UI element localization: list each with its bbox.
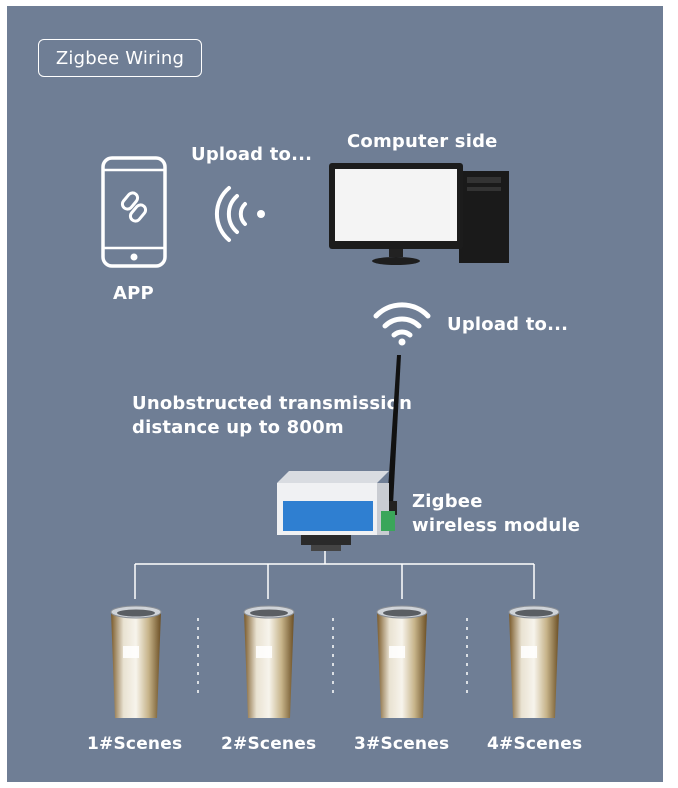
app-label: APP (113, 283, 154, 304)
connection-lines (134, 551, 535, 696)
zigbee-module-icon (277, 355, 401, 551)
sensor-cylinder-icon (243, 605, 295, 718)
signal-waves-icon (214, 186, 265, 242)
wiring-diagram: Zigbee Wiring APP Upload to... Computer … (7, 6, 663, 782)
module-line-1: Zigbee (412, 491, 483, 512)
sensor-cylinder-icon (376, 605, 428, 718)
scene-label-1: 1#Scenes (87, 734, 183, 754)
diagram-title: Zigbee Wiring (38, 39, 202, 77)
sensor-cylinder-icon (508, 605, 560, 718)
phone-link-icon (101, 156, 167, 268)
scene-label-3: 3#Scenes (354, 734, 450, 754)
module-text: Zigbee wireless module (412, 490, 580, 538)
scene-label-4: 4#Scenes (487, 734, 583, 754)
range-line-2: distance up to 800m (132, 417, 344, 438)
desktop-computer-icon (329, 163, 509, 265)
range-line-1: Unobstructed transmission (132, 393, 413, 414)
scene-label-2: 2#Scenes (221, 734, 317, 754)
module-line-2: wireless module (412, 515, 581, 536)
upload-label-mid: Upload to... (447, 314, 569, 335)
computer-side-label: Computer side (347, 131, 498, 152)
range-text: Unobstructed transmission distance up to… (132, 392, 412, 440)
wifi-icon (373, 302, 431, 346)
sensor-cylinder-icon (110, 605, 162, 718)
upload-label-top: Upload to... (191, 144, 313, 165)
